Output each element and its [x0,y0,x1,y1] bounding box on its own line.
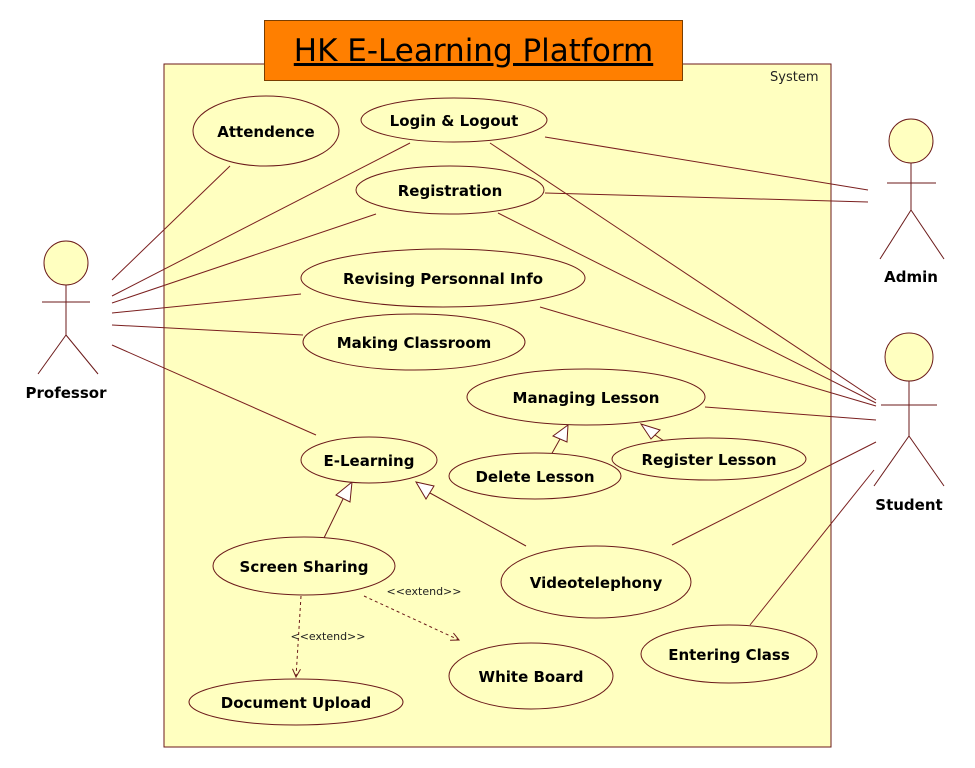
assoc-professor-attendence [111,165,231,281]
use-case-ellipse [300,436,438,484]
use-cases: Attendence Login & Logout Registration R… [188,95,818,726]
assoc-admin-registration [544,192,869,203]
use-case-label: Entering Class [668,646,790,664]
use-case-register-lesson[interactable]: Register Lesson [611,437,807,481]
actor-label: Admin [884,268,938,286]
use-case-label: Document Upload [221,694,371,712]
use-case-videotelephony[interactable]: Videotelephony [500,545,692,619]
use-case-ellipse [448,452,622,500]
use-case-e-learning[interactable]: E-Learning [300,436,438,484]
gen-register-managing-head [639,423,661,440]
actor-leg-right [65,334,99,375]
assoc-student-registration [497,212,877,404]
actor-head-icon [888,118,934,164]
gen-screen-elearning [322,498,344,541]
use-case-ellipse [611,437,807,481]
use-case-label: Register Lesson [641,451,776,469]
actor-label: Professor [26,384,108,402]
use-case-entering-class[interactable]: Entering Class [640,624,818,684]
use-case-ellipse [360,97,548,143]
use-case-ellipse [188,678,404,726]
assoc-admin-login [544,136,869,191]
use-case-ellipse [640,624,818,684]
gen-delete-managing-head [551,423,569,443]
assoc-professor-elearning [111,344,317,436]
association-lines [111,136,877,626]
use-case-label: White Board [479,668,584,686]
actor-label: Student [875,496,942,514]
extend-lines [296,595,459,677]
use-case-managing-lesson[interactable]: Managing Lesson [466,368,706,426]
assoc-professor-classroom [111,324,304,336]
actor-head-icon [884,332,934,382]
use-case-screen-sharing[interactable]: Screen Sharing [212,536,396,596]
actor-admin[interactable]: Admin [879,118,945,286]
gen-video-elearning-head [414,481,435,500]
use-case-label: Login & Logout [390,112,519,130]
assoc-professor-revising [111,293,302,314]
assoc-student-entering [749,469,875,626]
use-case-label: Revising Personnal Info [343,270,543,288]
gen-video-elearning [429,492,527,547]
extend-label-document-upload: <<extend>> [291,630,366,643]
actor-leg-left [873,435,910,487]
gen-screen-elearning-head [335,480,353,503]
use-case-ellipse [300,248,586,308]
gen-register-managing [654,434,665,442]
extend-line-document-upload [296,595,302,677]
use-case-ellipse [212,536,396,596]
use-case-label: Managing Lesson [513,389,660,407]
use-case-label: E-Learning [324,452,415,470]
actor-leg-left [37,334,67,375]
assoc-student-login [489,142,877,401]
extend-label-white-board: <<extend>> [387,585,462,598]
actor-leg-right [908,435,945,487]
use-case-delete-lesson[interactable]: Delete Lesson [448,452,622,500]
use-case-white-board[interactable]: White Board [448,642,614,710]
use-case-ellipse [466,368,706,426]
use-case-label: Videotelephony [530,574,663,592]
system-label: System [770,70,819,85]
assoc-student-revising [539,306,877,407]
use-case-attendence[interactable]: Attendence [192,95,340,167]
use-case-registration[interactable]: Registration [355,165,545,215]
actor-professor[interactable]: Professor [26,240,108,402]
assoc-professor-login [111,142,411,297]
use-case-ellipse [500,545,692,619]
use-case-ellipse [355,165,545,215]
actor-head-icon [43,240,89,286]
use-case-document-upload[interactable]: Document Upload [188,678,404,726]
assoc-student-videotelephony [671,441,877,546]
use-case-label: Screen Sharing [240,558,369,576]
generalizations [322,423,665,547]
use-case-label: Making Classroom [337,334,492,352]
use-case-label: Delete Lesson [475,468,594,486]
use-case-label: Attendence [217,123,314,141]
assoc-professor-registration [111,213,377,304]
assoc-student-managing [704,406,877,421]
use-case-ellipse [302,313,526,371]
actor-student[interactable]: Student [873,332,945,514]
actor-leg-right [910,209,945,260]
page-title: HK E-Learning Platform [293,32,654,69]
gen-delete-managing [550,438,561,456]
title-banner: HK E-Learning Platform [264,20,683,81]
use-case-login-logout[interactable]: Login & Logout [360,97,548,143]
use-case-ellipse [192,95,340,167]
use-case-revising-info[interactable]: Revising Personnal Info [300,248,586,308]
use-case-making-classroom[interactable]: Making Classroom [302,313,526,371]
use-case-label: Registration [398,182,503,200]
actor-leg-left [879,209,912,260]
use-case-ellipse [448,642,614,710]
